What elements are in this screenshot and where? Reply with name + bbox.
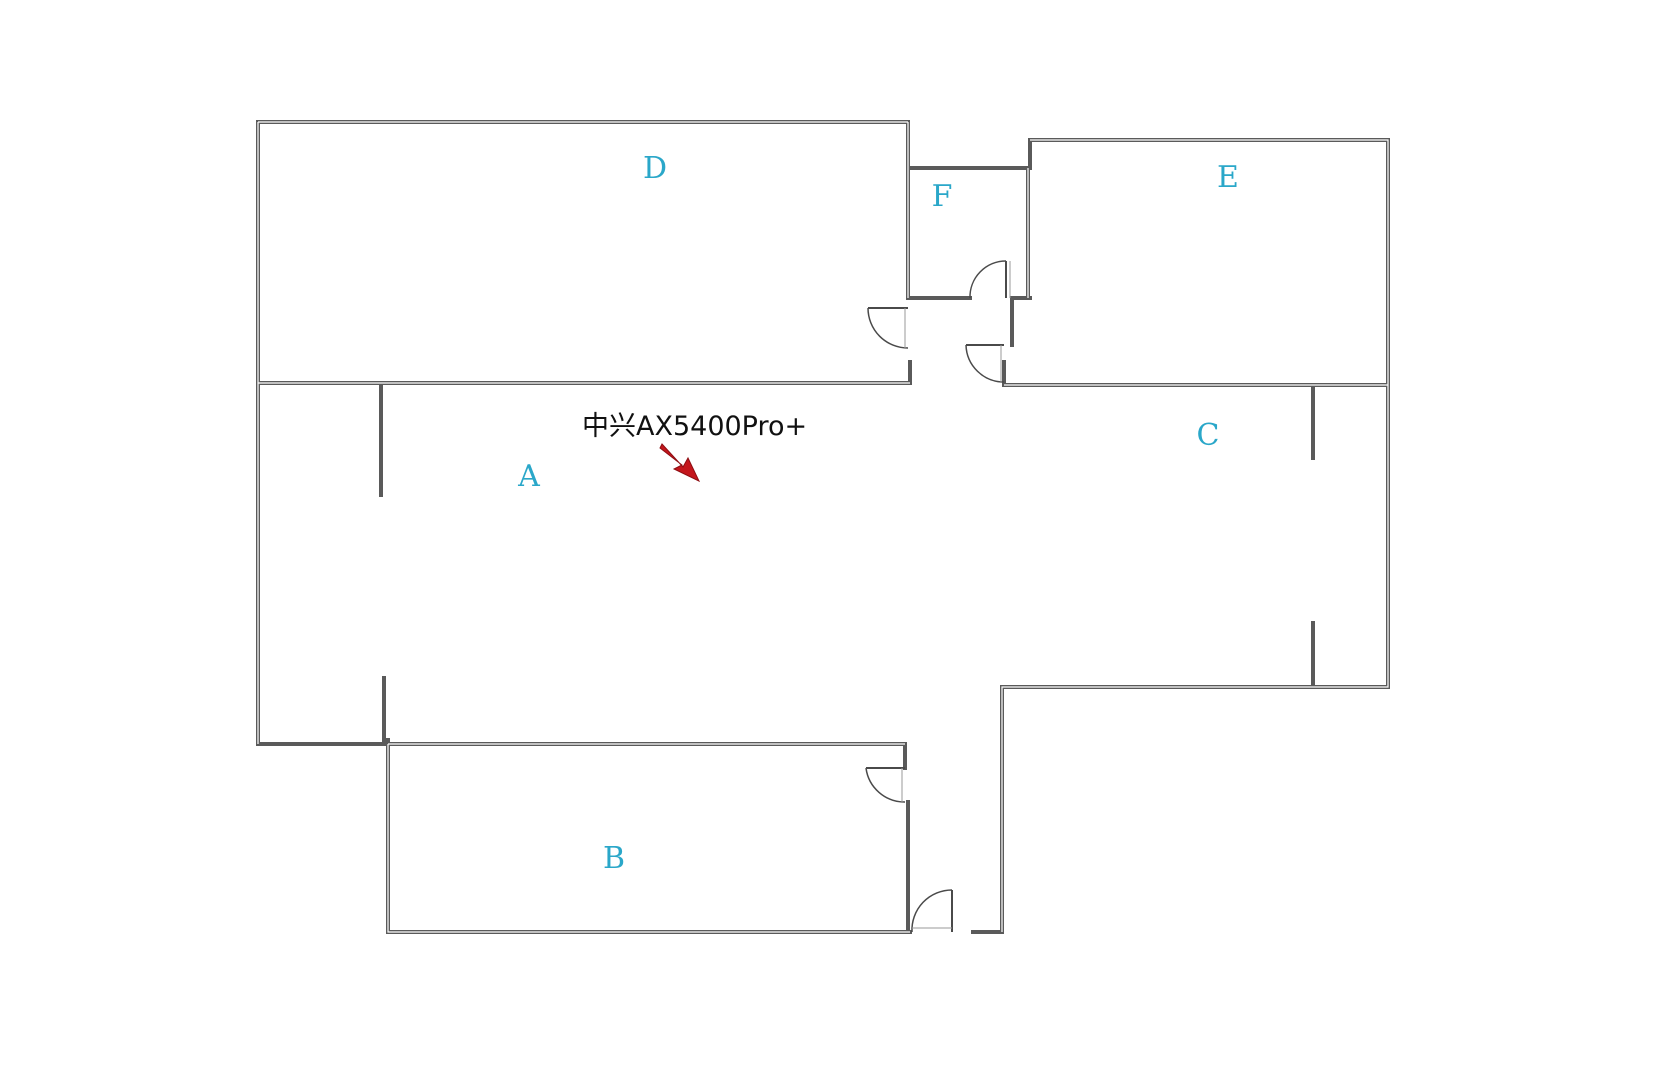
room-label-c: C <box>1197 418 1220 453</box>
room-label-a: A <box>517 459 540 494</box>
router-marker: 中兴AX5400Pro+ <box>582 411 807 483</box>
wall-room-d <box>256 120 912 385</box>
room-label-b: B <box>603 841 625 876</box>
room-label-d: D <box>643 151 667 186</box>
room-labels: D F E C A B <box>517 151 1239 876</box>
router-label: 中兴AX5400Pro+ <box>582 411 807 442</box>
door-entrance <box>911 889 953 933</box>
door-room-b <box>865 767 906 803</box>
wall-inner-lines <box>257 121 1389 933</box>
walls <box>256 120 1390 934</box>
door-room-f <box>969 260 1011 299</box>
wall-room-b <box>386 742 912 934</box>
wall-room-e <box>1002 138 1390 387</box>
door-room-e <box>965 344 1005 383</box>
doors <box>865 260 1011 933</box>
room-label-f: F <box>932 179 953 214</box>
door-room-d <box>867 307 909 349</box>
wall-room-c <box>971 383 1390 934</box>
room-label-e: E <box>1217 160 1239 195</box>
router-arrow-icon <box>659 443 701 483</box>
